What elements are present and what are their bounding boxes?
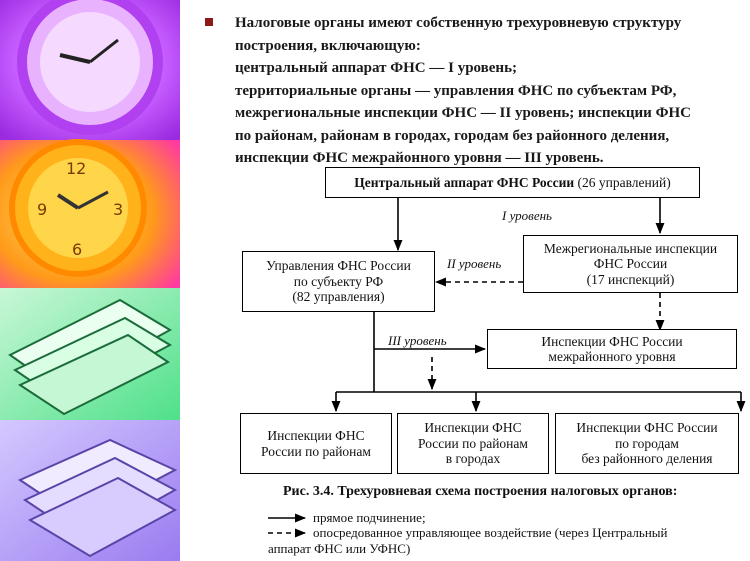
city-line: Инспекции ФНС России: [576, 420, 718, 436]
intro-line: Налоговые органы имеют собственную треху…: [235, 15, 682, 31]
purple-clock-image: [0, 0, 180, 140]
bullet-marker: [205, 18, 213, 26]
interdistrict-line: межрайонного уровня: [548, 349, 676, 364]
level-2-label: II уровень: [447, 256, 502, 271]
intro-line: центральный аппарат ФНС — I уровень;: [235, 60, 517, 76]
intro-line: инспекции ФНС межрайонного уровня — III …: [235, 150, 604, 166]
intro-line: по районам, районам в городах, городам б…: [235, 127, 670, 144]
lilac-papers-image: [0, 420, 180, 561]
intro-text: Налоговые органы имеют собственную треху…: [235, 12, 735, 170]
svg-text:9: 9: [37, 200, 47, 219]
legend-dashed-text: опосредованное управляющее воздействие (…: [313, 525, 668, 540]
regional-offices-line: (82 управления): [292, 289, 385, 305]
district-line: России по районам: [261, 443, 371, 459]
figure-caption: Рис. 3.4. Трехуровневая схема построения…: [283, 484, 678, 499]
intro-line: построения, включающую:: [235, 37, 421, 54]
interregional-line: (17 инспекций): [586, 271, 675, 287]
svg-text:3: 3: [113, 200, 123, 219]
central-apparatus-title: Центральный аппарат ФНС России: [354, 174, 575, 190]
city-district-line: в городах: [445, 451, 501, 467]
interregional-line: Межрегиональные инспекции: [543, 240, 718, 256]
decorative-image-strip: 12 9 3 6: [0, 0, 180, 561]
box-district-inspections: Инспекции ФНС России по районам: [240, 413, 392, 474]
city-district-line: России по районам: [418, 435, 528, 451]
svg-text:12: 12: [66, 159, 86, 178]
regional-offices-line: Управления ФНС России: [266, 258, 411, 274]
interregional-line: ФНС России: [593, 256, 668, 272]
green-books-image: [0, 288, 180, 420]
svg-text:6: 6: [72, 240, 82, 259]
box-interdistrict-inspections: Инспекции ФНС России межрайонного уровня: [487, 329, 737, 369]
district-line: Инспекции ФНС: [267, 428, 365, 443]
city-district-line: Инспекции ФНС: [424, 420, 522, 436]
yellow-clock-image: 12 9 3 6: [0, 139, 180, 288]
intro-line: территориальные органы — управления ФНС …: [235, 82, 677, 99]
regional-offices-line: по субъекту РФ: [293, 273, 384, 289]
level-3-label: III уровень: [388, 333, 447, 348]
city-line: по городам: [615, 435, 679, 451]
legend-solid-text: прямое подчинение;: [313, 510, 426, 525]
box-regional-offices: Управления ФНС России по субъекту РФ (82…: [242, 251, 435, 312]
level-1-label: I уровень: [502, 208, 552, 223]
legend-dashed-text-continued: аппарат ФНС или УФНС): [268, 541, 411, 556]
central-apparatus-count: (26 управлений): [574, 174, 671, 190]
box-city-inspections: Инспекции ФНС России по городам без райо…: [555, 413, 739, 474]
interdistrict-line: Инспекции ФНС России: [541, 333, 683, 349]
box-city-district-inspections: Инспекции ФНС России по районам в города…: [397, 413, 549, 474]
city-line: без районного деления: [581, 451, 713, 467]
intro-line: межрегиональные инспекции ФНС — II урове…: [235, 105, 691, 121]
box-interregional-inspections: Межрегиональные инспекции ФНС России (17…: [523, 235, 738, 293]
box-central-apparatus: Центральный аппарат ФНС России (26 управ…: [325, 167, 700, 198]
